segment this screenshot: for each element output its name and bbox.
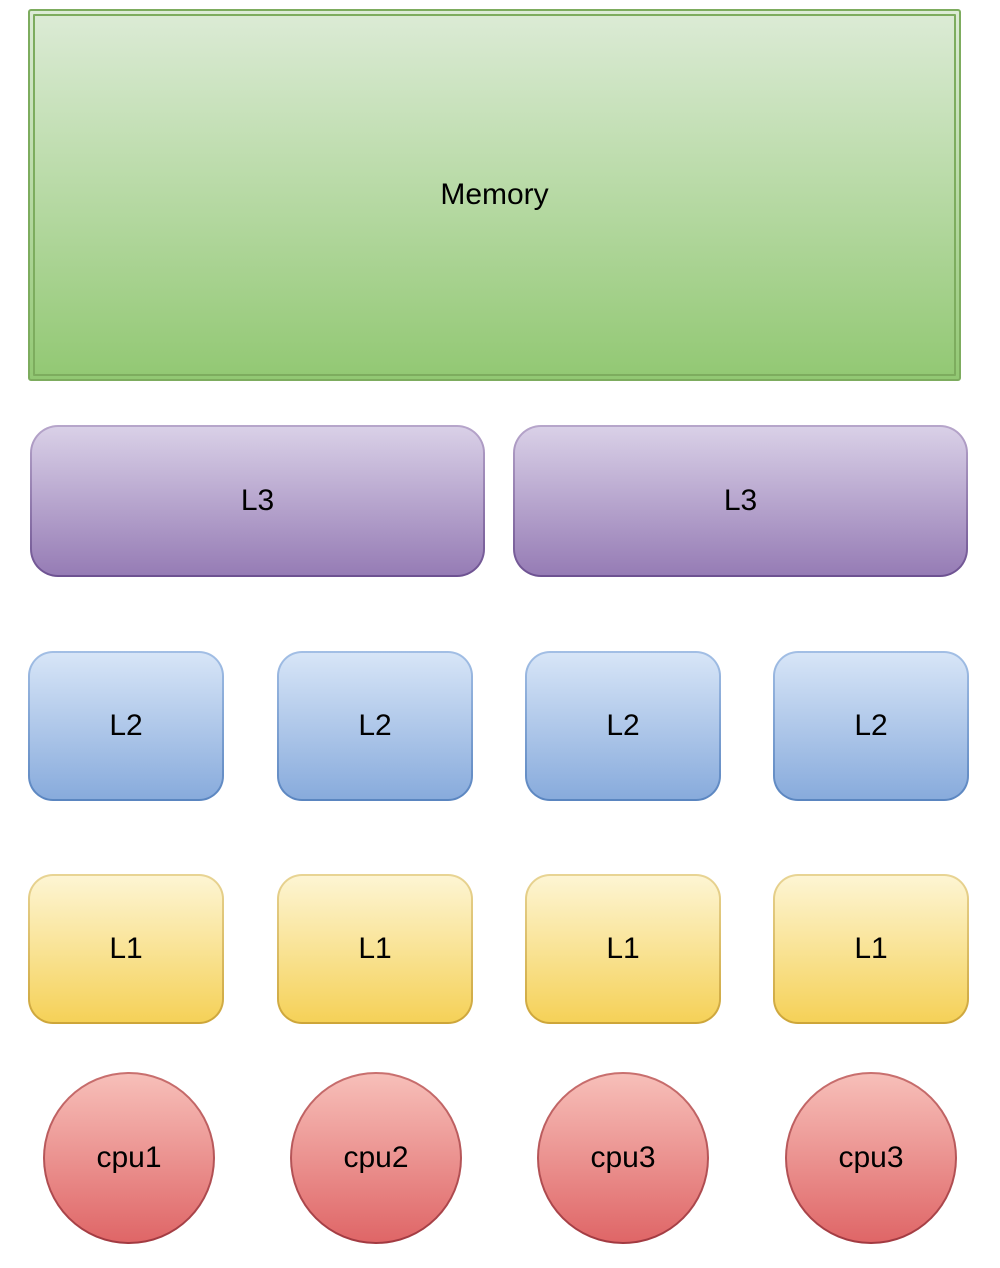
- l3-cache-2-label: L3: [723, 484, 758, 517]
- l2-cache-3-label: L2: [606, 709, 640, 742]
- l2-cache-2: L2: [277, 651, 473, 801]
- l3-cache-1-label: L3: [240, 484, 275, 517]
- cpu-node-2: cpu2: [290, 1072, 462, 1244]
- l1-cache-4-label: L1: [854, 932, 888, 965]
- l1-cache-3-fill: L1: [527, 876, 719, 1022]
- l2-cache-2-fill: L2: [279, 653, 471, 799]
- l2-cache-3: L2: [525, 651, 721, 801]
- cpu-node-2-label: cpu2: [343, 1141, 409, 1174]
- l1-cache-3-label: L1: [606, 932, 640, 965]
- l1-cache-1: L1: [28, 874, 224, 1024]
- l1-cache-4-fill: L1: [775, 876, 967, 1022]
- l1-cache-1-label: L1: [109, 932, 143, 965]
- cpu-node-4: cpu3: [785, 1072, 957, 1244]
- cpu-node-2-fill: cpu2: [292, 1074, 460, 1242]
- l3-cache-1: L3: [30, 425, 485, 577]
- l2-cache-1-fill: L2: [30, 653, 222, 799]
- cpu-node-3: cpu3: [537, 1072, 709, 1244]
- cpu-node-3-label: cpu3: [590, 1141, 656, 1174]
- l1-cache-3: L1: [525, 874, 721, 1024]
- l2-cache-4-fill: L2: [775, 653, 967, 799]
- l2-cache-4: L2: [773, 651, 969, 801]
- l2-cache-3-fill: L2: [527, 653, 719, 799]
- memory-block: Memory: [28, 9, 961, 381]
- cpu-node-4-fill: cpu3: [787, 1074, 955, 1242]
- l1-cache-2: L1: [277, 874, 473, 1024]
- memory-label: Memory: [440, 178, 549, 211]
- l2-cache-1-label: L2: [109, 709, 143, 742]
- l3-cache-1-fill: L3: [32, 427, 483, 575]
- cpu-node-1-fill: cpu1: [45, 1074, 213, 1242]
- l1-cache-1-fill: L1: [30, 876, 222, 1022]
- l3-cache-2-fill: L3: [515, 427, 966, 575]
- cpu-node-1: cpu1: [43, 1072, 215, 1244]
- l1-cache-4: L1: [773, 874, 969, 1024]
- cpu-node-4-label: cpu3: [838, 1141, 904, 1174]
- l3-cache-2: L3: [513, 425, 968, 577]
- cpu-node-1-label: cpu1: [96, 1141, 162, 1174]
- l2-cache-2-label: L2: [358, 709, 392, 742]
- l2-cache-1: L2: [28, 651, 224, 801]
- cpu-node-3-fill: cpu3: [539, 1074, 707, 1242]
- l1-cache-2-fill: L1: [279, 876, 471, 1022]
- l1-cache-2-label: L1: [358, 932, 392, 965]
- l2-cache-4-label: L2: [854, 709, 888, 742]
